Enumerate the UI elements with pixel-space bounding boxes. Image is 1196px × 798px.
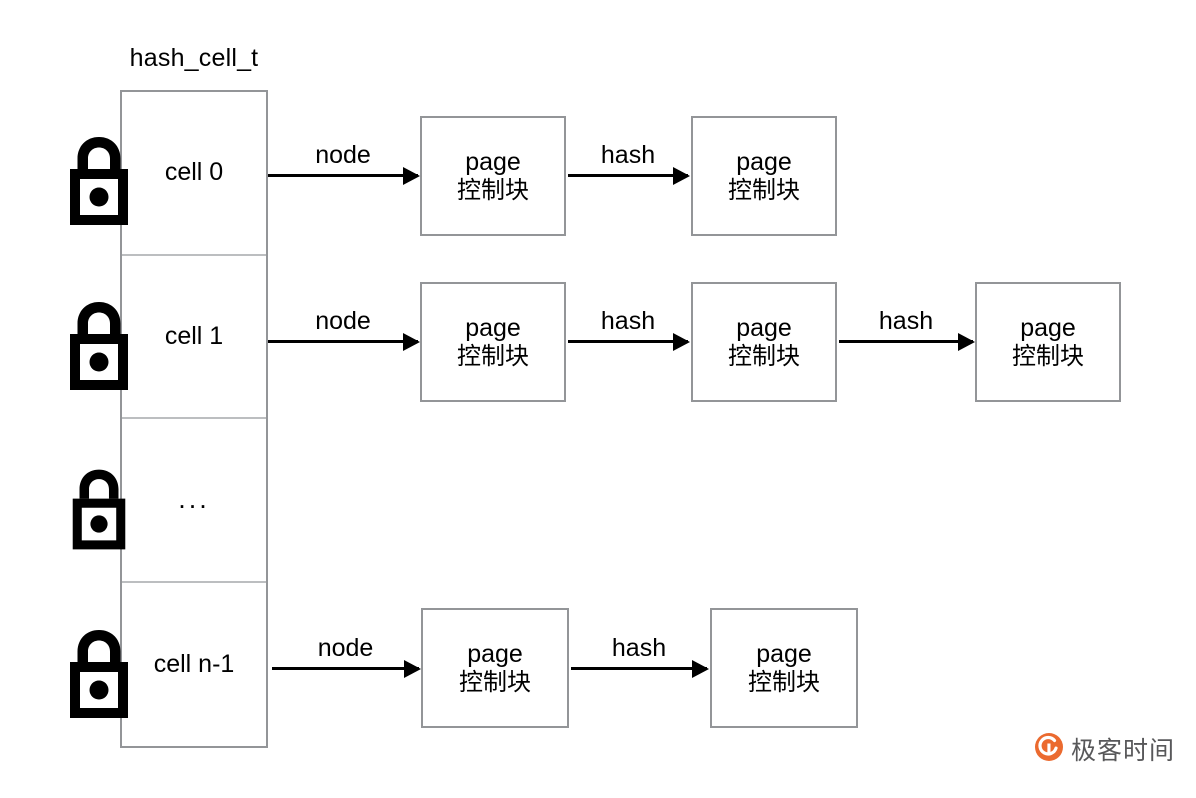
cell-label-ellipsis: ... <box>178 484 210 515</box>
page-control-block[interactable]: page 控制块 <box>420 116 566 236</box>
arrow-label-node-row-1: node <box>315 307 371 335</box>
page-control-block[interactable]: page 控制块 <box>975 282 1121 402</box>
watermark-text: 极客时间 <box>1071 736 1176 765</box>
arrow-node-row-3 <box>272 667 419 670</box>
cell-label-n-1: cell n-1 <box>153 649 235 678</box>
page-control-block[interactable]: page 控制块 <box>691 116 837 236</box>
table-row[interactable]: ... <box>122 419 266 583</box>
page-block-line2: 控制块 <box>457 175 529 204</box>
page-block-line2: 控制块 <box>728 341 800 370</box>
page-block-line1: page <box>465 147 521 176</box>
page-title: hash_cell_t <box>129 44 259 72</box>
cell-label-0: cell 0 <box>164 158 224 187</box>
table-row[interactable]: cell 0 <box>122 92 266 256</box>
page-block-line2: 控制块 <box>459 667 531 696</box>
page-block-line2: 控制块 <box>1012 341 1084 370</box>
page-block-line1: page <box>467 639 523 668</box>
geektime-logo-icon <box>1034 732 1064 767</box>
page-control-block[interactable]: page 控制块 <box>691 282 837 402</box>
page-block-line1: page <box>1020 313 1076 342</box>
arrow-label-hash-row-1-0: hash <box>600 307 656 335</box>
arrow-label-node-row-0: node <box>315 141 371 169</box>
page-control-block[interactable]: page 控制块 <box>421 608 569 728</box>
arrow-label-hash-row-0-0: hash <box>600 141 656 169</box>
arrow-node-row-0 <box>268 174 418 177</box>
padlock-icon <box>69 466 129 558</box>
page-block-line1: page <box>736 147 792 176</box>
page-block-line1: page <box>465 313 521 342</box>
page-control-block[interactable]: page 控制块 <box>710 608 858 728</box>
page-control-block[interactable]: page 控制块 <box>420 282 566 402</box>
arrow-label-hash-row-1-1: hash <box>878 307 934 335</box>
arrow-hash-row-3-0 <box>571 667 707 670</box>
arrow-hash-row-1-0 <box>568 340 688 343</box>
table-row[interactable]: cell 1 <box>122 256 266 419</box>
arrow-label-hash-row-3-0: hash <box>611 634 667 662</box>
arrow-hash-row-0-0 <box>568 174 688 177</box>
hash-cell-table: cell 0 cell 1 ... cell n-1 <box>120 90 268 748</box>
watermark: 极客时间 <box>1034 731 1175 767</box>
page-block-line2: 控制块 <box>748 667 820 696</box>
page-block-line1: page <box>756 639 812 668</box>
page-block-line1: page <box>736 313 792 342</box>
page-block-line2: 控制块 <box>457 341 529 370</box>
arrow-hash-row-1-1 <box>839 340 973 343</box>
page-block-line2: 控制块 <box>728 175 800 204</box>
padlock-icon <box>66 298 132 399</box>
table-row[interactable]: cell n-1 <box>122 583 266 747</box>
arrow-label-node-row-3: node <box>317 634 374 662</box>
padlock-icon <box>66 626 132 727</box>
arrow-node-row-1 <box>268 340 418 343</box>
padlock-icon <box>66 133 132 234</box>
cell-label-1: cell 1 <box>164 321 224 350</box>
